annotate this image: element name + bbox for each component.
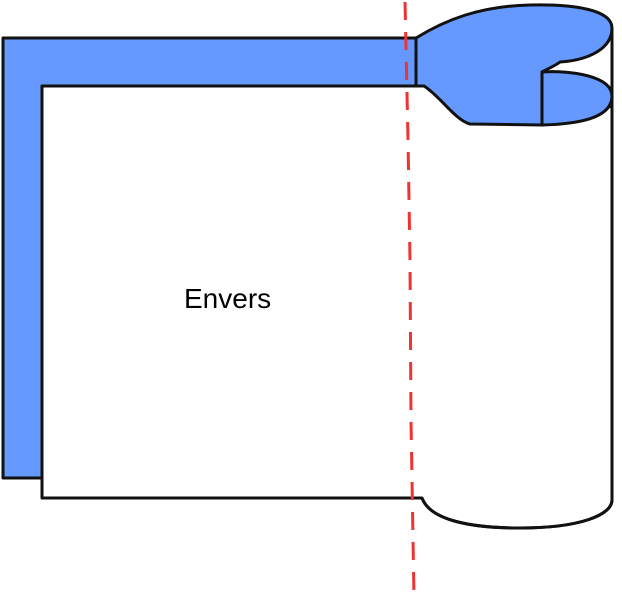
white-curl-bottom (420, 497, 614, 530)
blue-curl-inner (540, 70, 614, 127)
fold-line (403, 1, 416, 599)
white-sheet (40, 84, 614, 530)
envers-label: Envers (184, 283, 272, 314)
